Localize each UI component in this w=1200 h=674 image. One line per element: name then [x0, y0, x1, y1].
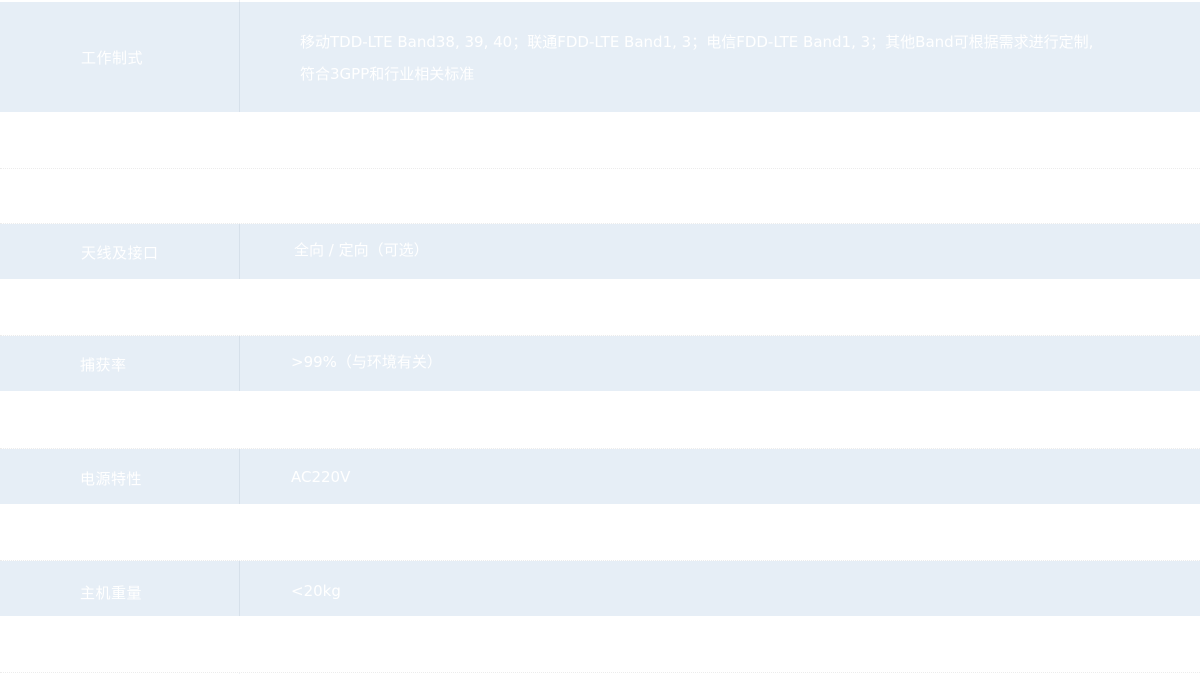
- spec-row-capture-rate: 捕获率 >99%（与环境有关）: [0, 336, 1200, 391]
- spec-row-mode: 工作制式 移动TDD-LTE Band38, 39, 40；联通FDD-LTE …: [0, 2, 1200, 112]
- spec-value-line: 符合3GPP和行业相关标准: [300, 65, 475, 83]
- spec-label: 主机重量: [80, 584, 143, 602]
- spacer-row: [0, 279, 1200, 336]
- spacer-row: [0, 112, 1200, 169]
- spec-row-power: 电源特性 AC220V: [0, 449, 1200, 504]
- spec-value: >99%（与环境有关）: [291, 353, 442, 371]
- row-divider: [239, 449, 240, 504]
- spec-value: <20kg: [291, 582, 341, 600]
- row-divider: [239, 2, 240, 112]
- spacer-row: [0, 504, 1200, 561]
- row-divider: [239, 224, 240, 279]
- spacer-row: [0, 616, 1200, 673]
- spec-label: 工作制式: [81, 49, 144, 67]
- spec-value-line: 移动TDD-LTE Band38, 39, 40；联通FDD-LTE Band1…: [300, 33, 1094, 51]
- row-divider: [239, 336, 240, 391]
- spacer-row: [0, 169, 1200, 224]
- spec-value: AC220V: [291, 468, 351, 486]
- spec-value: 全向 / 定向（可选）: [294, 241, 429, 259]
- spec-label: 天线及接口: [81, 244, 159, 262]
- row-divider: [239, 561, 240, 616]
- spacer-row: [0, 391, 1200, 449]
- spec-label: 捕获率: [80, 356, 127, 374]
- spec-row-weight: 主机重量 <20kg: [0, 561, 1200, 616]
- spec-row-antenna: 天线及接口 全向 / 定向（可选）: [0, 224, 1200, 279]
- spec-label: 电源特性: [80, 470, 143, 488]
